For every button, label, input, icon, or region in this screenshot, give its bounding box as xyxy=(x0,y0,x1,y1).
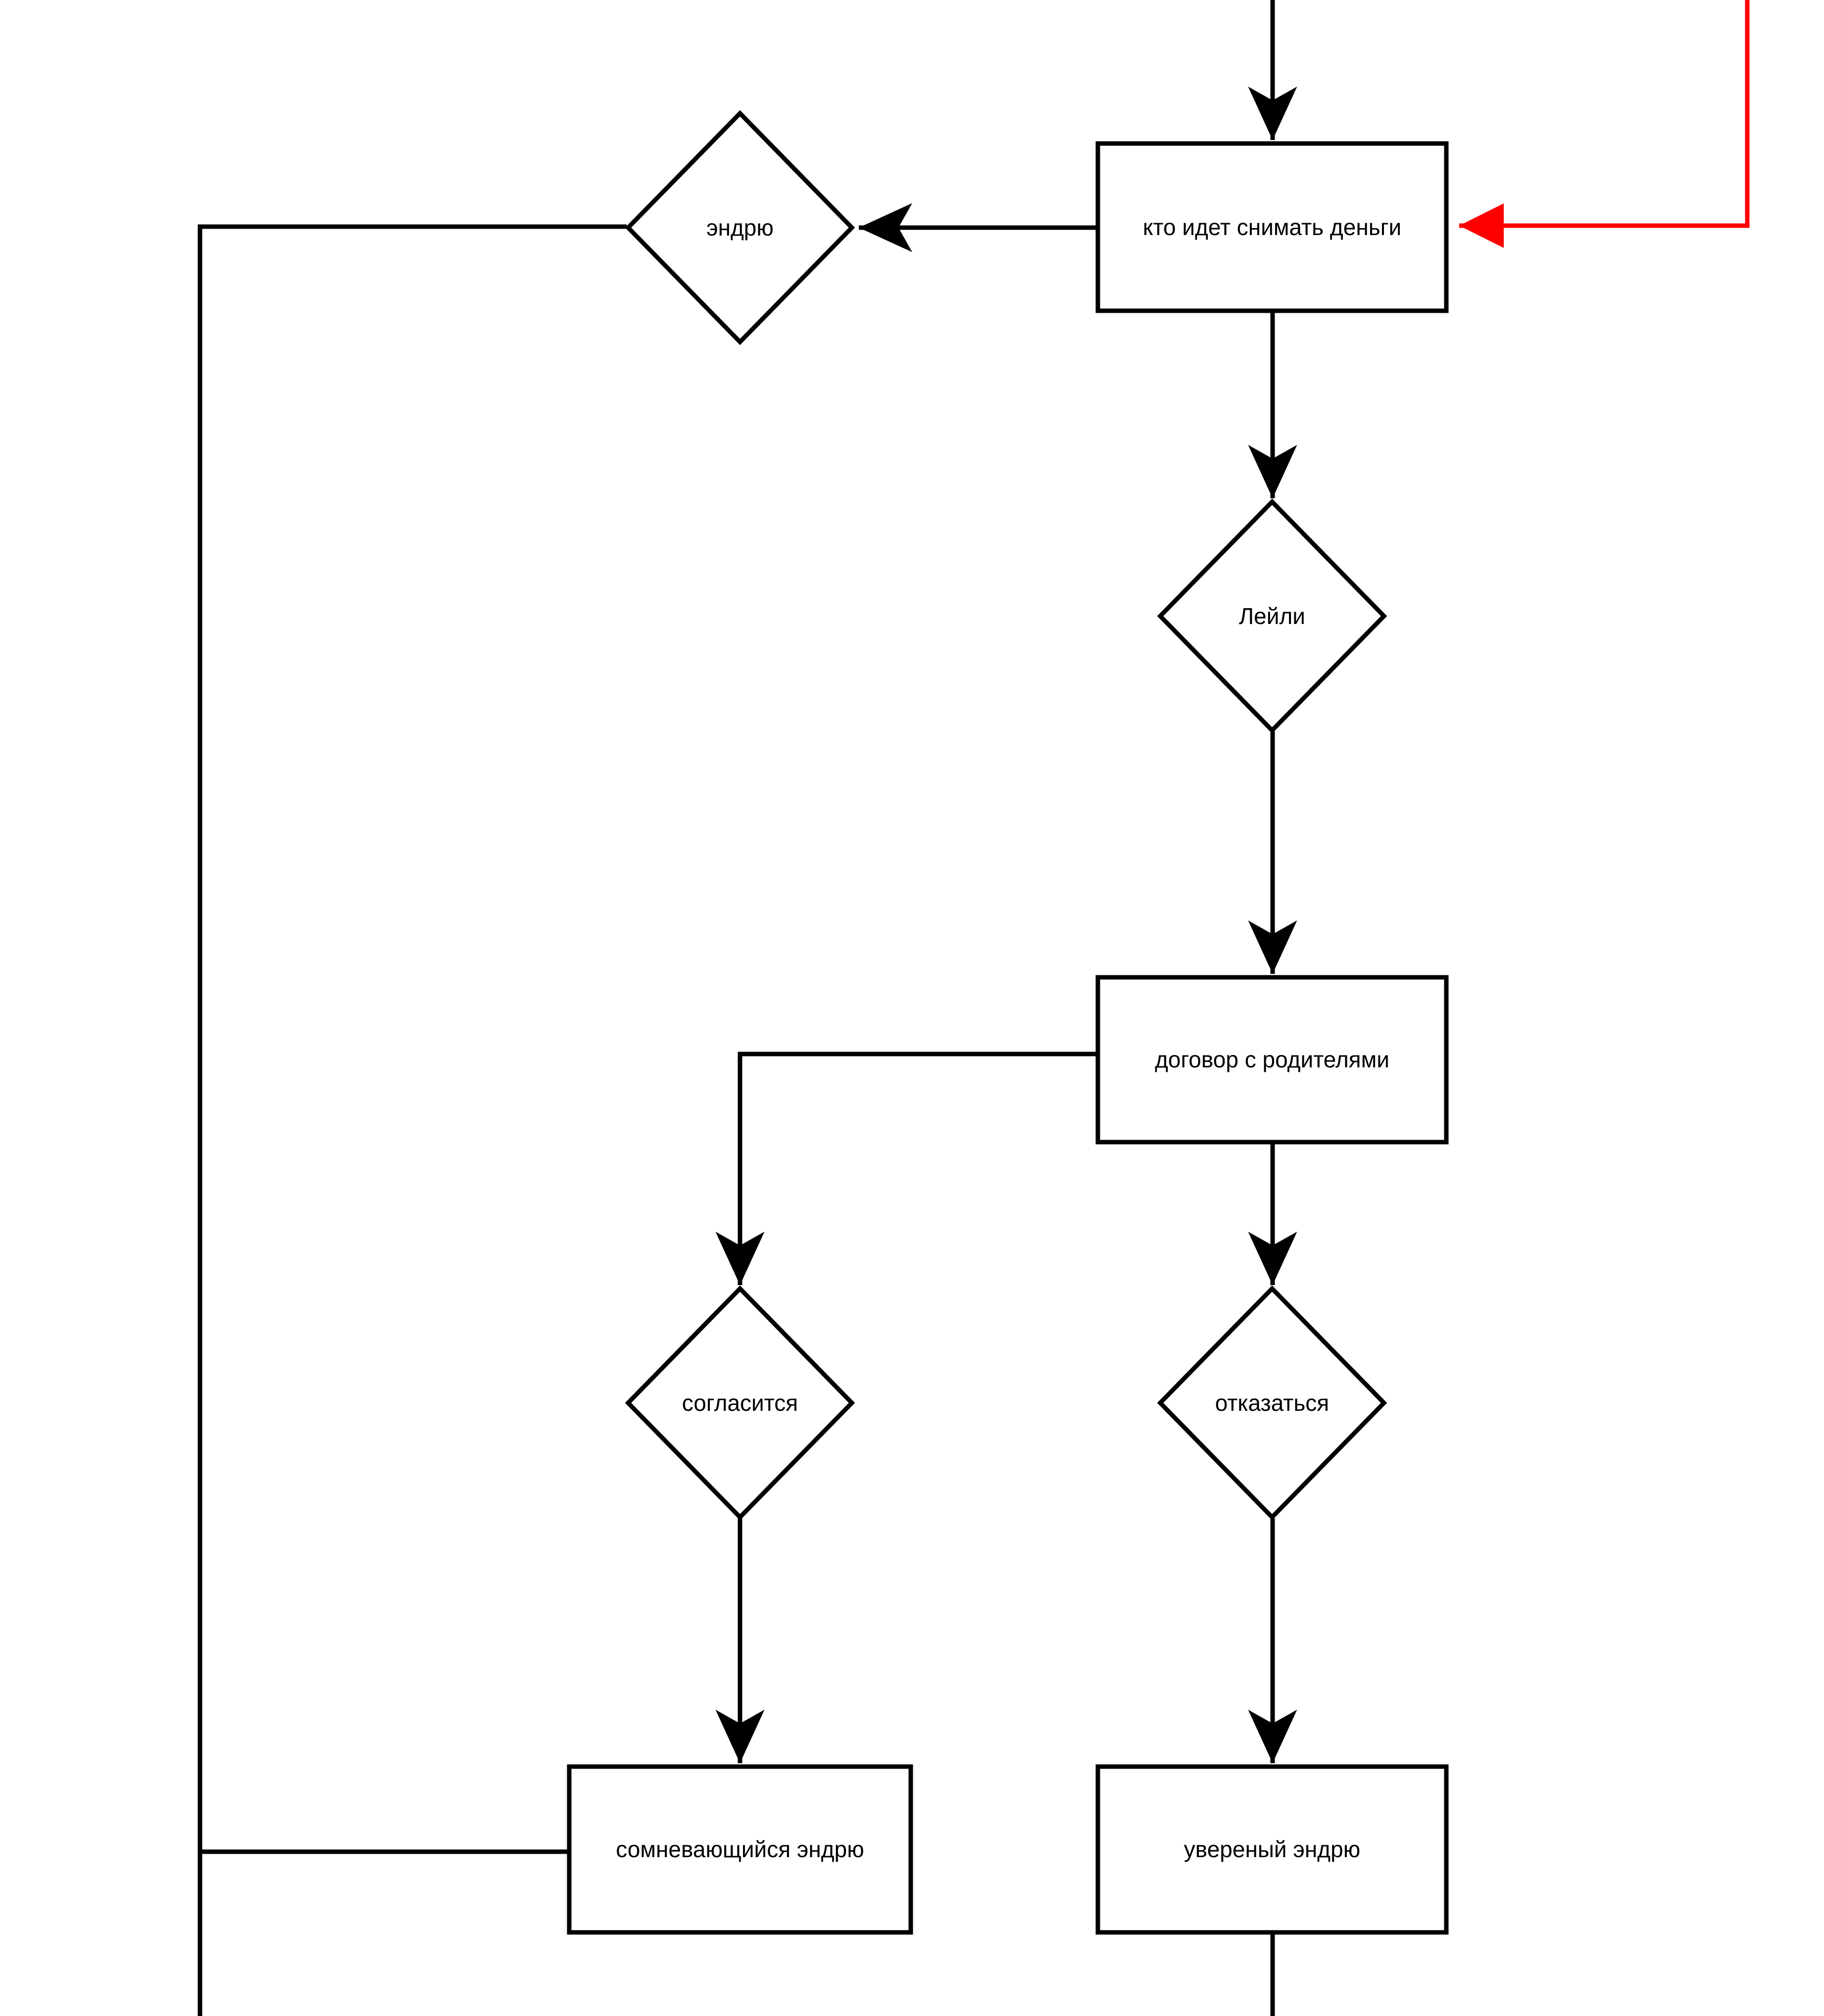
node-leyli[interactable] xyxy=(1157,498,1387,734)
red-edge-layer xyxy=(1459,0,1750,248)
node-will-agree[interactable] xyxy=(625,1285,855,1521)
node-contract-with-parents[interactable] xyxy=(1095,975,1449,1145)
node-will-refuse[interactable] xyxy=(1157,1285,1387,1521)
node-confident-andrew[interactable] xyxy=(1095,1764,1449,1935)
edge-contract-to-will-agree xyxy=(715,1052,1097,1285)
node-doubting-andrew[interactable] xyxy=(567,1764,913,1935)
node-andrew[interactable] xyxy=(625,110,855,345)
edge-doubting-andrew-loop-back-to-andrew xyxy=(197,224,627,1854)
edge-layer xyxy=(197,0,1297,2016)
node-layer xyxy=(567,110,1449,1935)
edge-red-return-to-who-withdraws xyxy=(1459,0,1750,248)
node-who-withdraws[interactable] xyxy=(1095,141,1449,313)
